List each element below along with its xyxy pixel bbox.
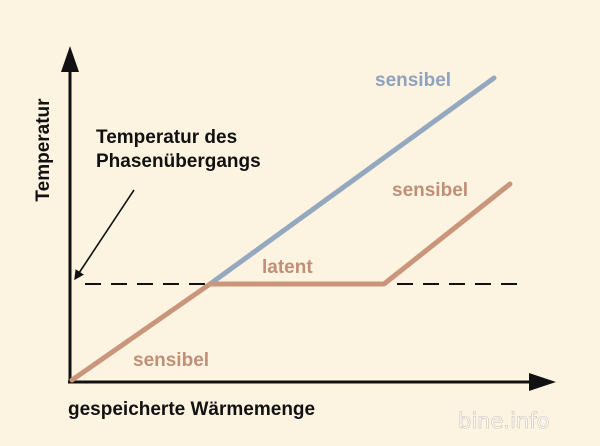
y-axis-title: Temperatur <box>33 98 54 202</box>
sensible-only-line <box>207 75 497 287</box>
phase-annotation-line-2: Phasenübergangs <box>96 151 261 172</box>
watermark-logo: bine.info <box>458 409 549 433</box>
sensibel-blue-label: sensibel <box>375 70 451 91</box>
phase-annotation-line-1: Temperatur des <box>96 127 237 148</box>
x-axis-title: gespeicherte Wärmemenge <box>68 399 315 420</box>
sensibel-bottom-label: sensibel <box>133 350 209 371</box>
phase-annotation-arrow <box>74 189 135 281</box>
latent-label: latent <box>262 257 313 278</box>
sensibel-orange-top-label: sensibel <box>392 180 468 201</box>
y-axis-arrowhead <box>61 46 79 72</box>
latent-storage-line <box>69 181 513 383</box>
x-axis-arrowhead <box>529 373 556 391</box>
